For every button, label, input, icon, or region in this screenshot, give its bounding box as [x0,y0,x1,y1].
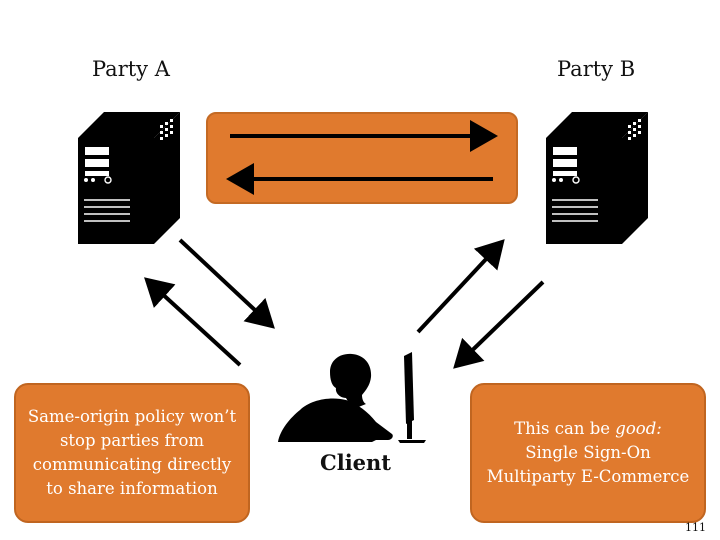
good-uses-note-text: This can be good: Single Sign-On Multipa… [479,417,698,489]
server-tower-icon-left [78,112,180,244]
server-tower-icon-right [546,112,648,244]
good-uses-note: This can be good: Single Sign-On Multipa… [470,383,706,523]
party-a-label: Party A [92,57,170,81]
client-label: Client [320,450,391,475]
page-number: 111 [685,521,706,534]
multiparty-ecommerce-label: Multiparty E-Commerce [486,467,690,486]
single-sign-on-label: Single Sign-On [525,443,651,462]
arrow-party-a-to-client [178,238,275,329]
person-at-computer-icon [278,352,426,443]
good-uses-prefix: This can be [514,419,616,438]
same-origin-note: Same-origin policy won’t stop parties fr… [14,383,250,523]
party-b-label: Party B [557,57,636,81]
arrow-party-b-to-client [453,280,545,369]
direct-channel-box [206,112,518,204]
good-uses-emphasis: good: [615,419,662,438]
same-origin-note-text: Same-origin policy won’t stop parties fr… [27,407,237,498]
arrow-client-to-party-b [416,239,505,334]
arrow-client-to-party-a [144,277,242,367]
